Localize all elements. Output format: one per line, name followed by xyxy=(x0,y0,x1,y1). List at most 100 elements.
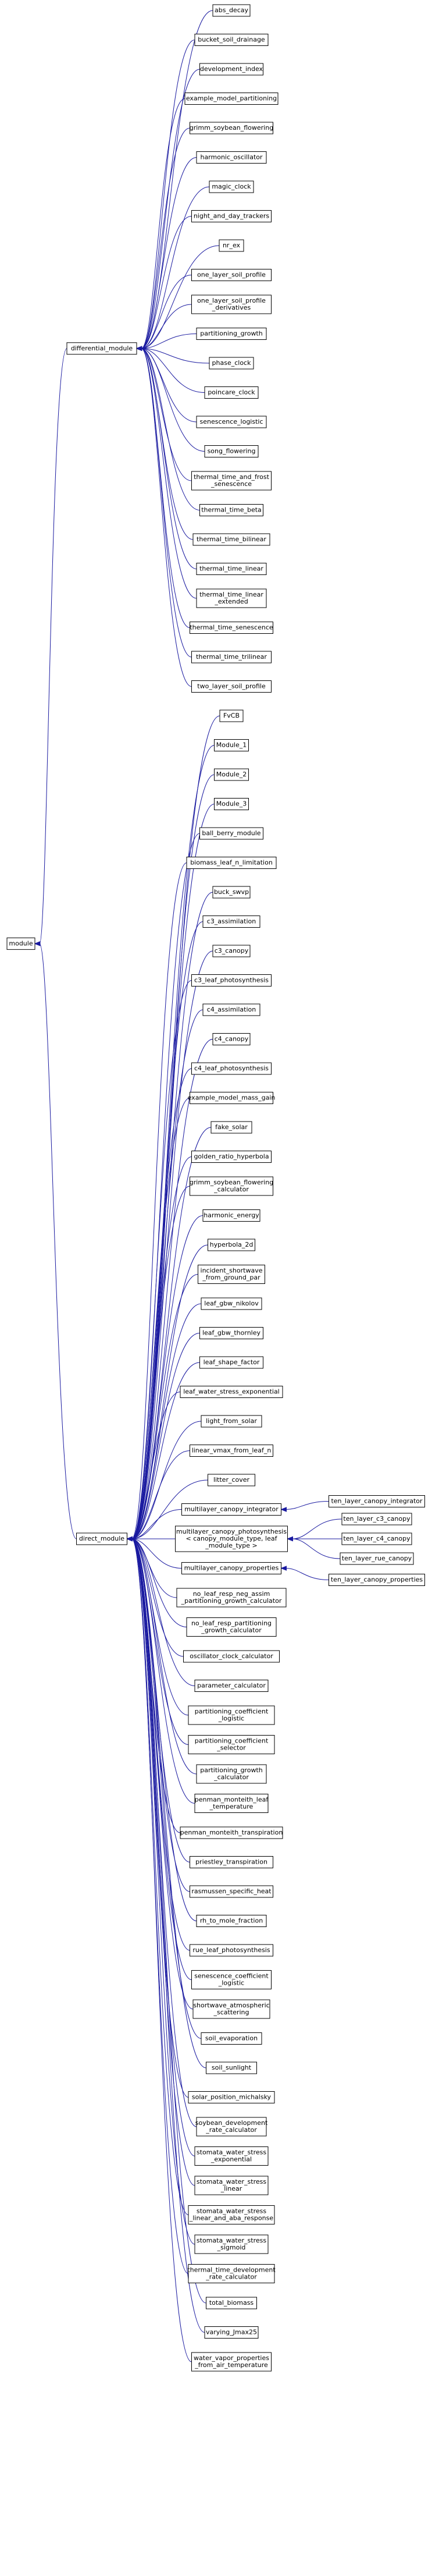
class-node-penman-monteith-transpiration[interactable]: penman_monteith_transpiration xyxy=(180,1826,283,1839)
class-node-one-layer-soil-profile[interactable]: one_layer_soil_profile xyxy=(191,269,272,281)
class-node-thermal-time-linear[interactable]: thermal_time_linear xyxy=(196,563,267,575)
class-node-ten-layer-c4-canopy[interactable]: ten_layer_c4_canopy xyxy=(341,1532,412,1545)
class-node-box[interactable] xyxy=(176,1588,287,1608)
class-node-box[interactable] xyxy=(188,2205,275,2224)
class-node-box[interactable] xyxy=(191,269,272,281)
class-node-example-model-mass-gain[interactable]: example_model_mass_gain xyxy=(188,1092,276,1104)
class-node-box[interactable] xyxy=(191,1151,272,1163)
class-node-no-leaf-resp-partitioning-growth-calculator[interactable]: no_leaf_resp_partitioning_growth_calcula… xyxy=(186,1617,277,1637)
class-node-box[interactable] xyxy=(191,651,272,663)
class-node-box[interactable] xyxy=(214,768,249,781)
class-node-c3-leaf-photosynthesis[interactable]: c3_leaf_photosynthesis xyxy=(191,974,272,987)
class-node-multilayer-canopy-properties[interactable]: multilayer_canopy_properties xyxy=(181,1562,281,1574)
class-node-box[interactable] xyxy=(212,945,251,957)
class-node-fake-solar[interactable]: fake_solar xyxy=(210,1121,252,1134)
class-node-thermal-time-development-rate-calculator[interactable]: thermal_time_development_rate_calculator xyxy=(187,2264,276,2283)
class-node-box[interactable] xyxy=(190,1092,273,1104)
class-node-box[interactable] xyxy=(191,210,272,222)
class-node-box[interactable] xyxy=(190,1944,273,1957)
class-node-soil-sunlight[interactable]: soil_sunlight xyxy=(206,2061,257,2074)
class-node-shortwave-atmospheric-scattering[interactable]: shortwave_atmospheric_scattering xyxy=(192,1999,270,2019)
class-node-stomata-water-stress-linear[interactable]: stomata_water_stress_linear xyxy=(194,2176,269,2195)
class-node-night-and-day-trackers[interactable]: night_and_day_trackers xyxy=(191,210,272,222)
class-node-box[interactable] xyxy=(192,1999,270,2019)
class-node-box[interactable] xyxy=(191,680,272,693)
class-node-box[interactable] xyxy=(219,709,244,722)
class-node-box[interactable] xyxy=(76,1532,127,1545)
class-node-box[interactable] xyxy=(196,563,267,575)
class-node-box[interactable] xyxy=(198,1265,265,1284)
class-node-box[interactable] xyxy=(199,1327,263,1339)
class-node-box[interactable] xyxy=(196,588,267,608)
class-node-biomass-leaf-n-limitation[interactable]: biomass_leaf_n_limitation xyxy=(186,857,277,869)
class-node-no-leaf-resp-neg-assim-partitioning-growth-calculator[interactable]: no_leaf_resp_neg_assim_partitioning_grow… xyxy=(176,1588,287,1608)
class-node-box[interactable] xyxy=(66,342,137,355)
class-node-box[interactable] xyxy=(190,622,273,634)
class-node-direct-module[interactable]: direct_module xyxy=(76,1532,127,1545)
class-node-box[interactable] xyxy=(194,2176,269,2195)
class-node-box[interactable] xyxy=(190,1885,273,1898)
class-node-box[interactable] xyxy=(196,2117,267,2137)
class-node-box[interactable] xyxy=(190,1445,273,1457)
class-node-ball-berry-module[interactable]: ball_berry_module xyxy=(199,827,263,840)
class-node-rh-to-mole-fraction[interactable]: rh_to_mole_fraction xyxy=(196,1915,267,1927)
class-node-poincare-clock[interactable]: poincare_clock xyxy=(204,386,259,399)
class-node-c3-assimilation[interactable]: c3_assimilation xyxy=(202,916,260,928)
class-node-ten-layer-canopy-properties[interactable]: ten_layer_canopy_properties xyxy=(329,1574,425,1586)
class-node-soybean-development-rate-calculator[interactable]: soybean_development_rate_calculator xyxy=(195,2117,268,2137)
class-node-c4-assimilation[interactable]: c4_assimilation xyxy=(202,1003,260,1016)
class-node-box[interactable] xyxy=(201,1297,262,1310)
class-node-leaf-gbw-nikolov[interactable]: leaf_gbw_nikolov xyxy=(201,1297,262,1310)
class-node-rue-leaf-photosynthesis[interactable]: rue_leaf_photosynthesis xyxy=(190,1944,273,1957)
class-node-box[interactable] xyxy=(219,239,244,252)
class-node-box[interactable] xyxy=(206,2061,257,2074)
class-node-box[interactable] xyxy=(329,1495,425,1507)
class-node-incident-shortwave-from-ground-par[interactable]: incident_shortwave_from_ground_par xyxy=(198,1265,265,1284)
class-node-stomata-water-stress-exponential[interactable]: stomata_water_stress_exponential xyxy=(194,2146,269,2166)
class-node-box[interactable] xyxy=(191,294,272,314)
class-node-thermal-time-and-frost-senescence[interactable]: thermal_time_and_frost_senescence xyxy=(191,471,272,491)
class-node-stomata-water-stress-linear-and-aba-response[interactable]: stomata_water_stress_linear_and_aba_resp… xyxy=(188,2205,275,2224)
class-node-thermal-time-trilinear[interactable]: thermal_time_trilinear xyxy=(191,651,272,663)
class-node-light-from-solar[interactable]: light_from_solar xyxy=(201,1415,262,1428)
class-node-box[interactable] xyxy=(191,974,272,987)
class-node-ten-layer-c3-canopy[interactable]: ten_layer_c3_canopy xyxy=(341,1513,412,1525)
class-node-box[interactable] xyxy=(199,1356,263,1369)
class-node-box[interactable] xyxy=(191,471,272,491)
class-node-multilayer-canopy-photosynthesis[interactable]: multilayer_canopy_photosynthesis< canopy… xyxy=(175,1525,288,1552)
class-node-box[interactable] xyxy=(212,886,251,899)
class-node-box[interactable] xyxy=(212,4,251,17)
class-node-box[interactable] xyxy=(188,2264,275,2283)
class-node-box[interactable] xyxy=(6,937,35,950)
class-node-penman-monteith-leaf-temperature[interactable]: penman_monteith_leaf_temperature xyxy=(194,1794,269,1813)
class-node-senescence-logistic[interactable]: senescence_logistic xyxy=(196,416,267,428)
class-node-bucket-soil-drainage[interactable]: bucket_soil_drainage xyxy=(194,34,269,46)
class-node-parameter-calculator[interactable]: parameter_calculator xyxy=(194,1680,269,1692)
class-node-thermal-time-bilinear[interactable]: thermal_time_bilinear xyxy=(192,533,270,546)
class-node-box[interactable] xyxy=(341,1532,412,1545)
class-node-box[interactable] xyxy=(196,328,267,340)
class-node-module-2[interactable]: Module_2 xyxy=(214,768,249,781)
class-node-leaf-shape-factor[interactable]: leaf_shape_factor xyxy=(199,1356,263,1369)
class-node-box[interactable] xyxy=(214,739,249,751)
class-node-box[interactable] xyxy=(191,1062,272,1075)
class-node-rasmussen-specific-heat[interactable]: rasmussen_specific_heat xyxy=(190,1885,273,1898)
class-node-differential-module[interactable]: differential_module xyxy=(66,342,137,355)
class-node-box[interactable] xyxy=(183,1650,280,1663)
class-node-thermal-time-senescence[interactable]: thermal_time_senescence xyxy=(190,622,273,634)
class-node-oscillator-clock-calculator[interactable]: oscillator_clock_calculator xyxy=(183,1650,280,1663)
class-node-thermal-time-linear-extended[interactable]: thermal_time_linear_extended xyxy=(196,588,267,608)
class-node-harmonic-energy[interactable]: harmonic_energy xyxy=(202,1209,260,1222)
class-node-box[interactable] xyxy=(196,416,267,428)
class-node-stomata-water-stress-sigmoid[interactable]: stomata_water_stress_sigmoid xyxy=(194,2234,269,2254)
class-node-partitioning-growth[interactable]: partitioning_growth xyxy=(196,328,267,340)
class-node-linear-vmax-from-leaf-n[interactable]: linear_vmax_from_leaf_n xyxy=(190,1445,273,1457)
class-node-box[interactable] xyxy=(340,1552,414,1565)
class-node-box[interactable] xyxy=(204,2326,259,2339)
class-node-box[interactable] xyxy=(209,357,254,370)
class-node-box[interactable] xyxy=(204,386,259,399)
class-node-box[interactable] xyxy=(201,2032,262,2045)
class-node-priestley-transpiration[interactable]: priestley_transpiration xyxy=(190,1856,273,1868)
class-node-box[interactable] xyxy=(202,1003,260,1016)
class-node-box[interactable] xyxy=(184,93,279,105)
